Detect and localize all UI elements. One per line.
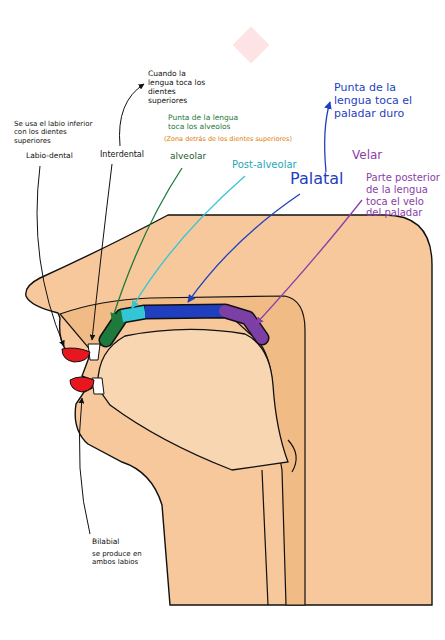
leader-line <box>92 164 112 340</box>
head-profile <box>26 215 432 605</box>
label-holder: alveolar <box>170 151 230 162</box>
leader-line <box>120 84 145 146</box>
note-text: Parte posterior de la lengua toca el vel… <box>366 172 440 219</box>
note-text: Cuando la lengua toca los dientes superi… <box>148 70 212 105</box>
note-text: Punta de la lengua toca el paladar duro <box>334 82 434 121</box>
label-holder: Labio-dental <box>26 152 96 161</box>
label-holder: (Zona detrás de los dientes superiores) <box>164 136 324 144</box>
place-label: Labio-dental <box>26 152 96 161</box>
label-holder: Velar <box>352 148 402 162</box>
label-holder: Interdental <box>100 150 160 159</box>
airway-wall <box>262 470 268 605</box>
label-holder: Cuando la lengua toca los dientes superi… <box>148 70 212 105</box>
leader-line <box>325 102 330 172</box>
label-holder: Punta de la lengua toca los alveolos <box>168 114 250 132</box>
note-text: se produce en ambos labios <box>92 550 148 567</box>
palatal-zone <box>145 311 225 312</box>
label-holder: Bilabial <box>92 538 152 547</box>
oral-nasal-cavity <box>60 296 305 605</box>
place-label: alveolar <box>170 151 230 162</box>
palate-outline <box>106 311 262 340</box>
leader-line <box>256 200 362 324</box>
label-holder: Punta de la lengua toca el paladar duro <box>334 82 434 121</box>
note-text: Punta de la lengua toca los alveolos <box>168 114 250 132</box>
leader-line <box>188 194 300 302</box>
velar-zone <box>225 311 262 338</box>
leader-line <box>132 176 245 308</box>
label-holder: Se usa el labio inferior con los dientes… <box>14 120 94 145</box>
upper-lip <box>62 348 90 362</box>
label-holder: se produce en ambos labios <box>92 550 148 567</box>
place-label: Bilabial <box>92 538 152 547</box>
place-label: Interdental <box>100 150 160 159</box>
note-text: Se usa el labio inferior con los dientes… <box>14 120 94 145</box>
place-label: Palatal <box>290 170 360 189</box>
alveolar-zone <box>106 316 122 340</box>
place-label: Velar <box>352 148 402 162</box>
leader-line <box>37 166 64 346</box>
epiglottis <box>288 440 296 472</box>
tongue <box>98 329 288 470</box>
leader-line <box>79 398 90 534</box>
post-alveolar-zone <box>122 312 145 316</box>
leader-line <box>112 168 182 320</box>
note-text: (Zona detrás de los dientes superiores) <box>164 136 324 144</box>
label-holder: Palatal <box>290 170 360 189</box>
label-holder: Parte posterior de la lengua toca el vel… <box>366 172 440 219</box>
watermark-shape <box>233 27 270 64</box>
lower-lip <box>70 377 94 392</box>
